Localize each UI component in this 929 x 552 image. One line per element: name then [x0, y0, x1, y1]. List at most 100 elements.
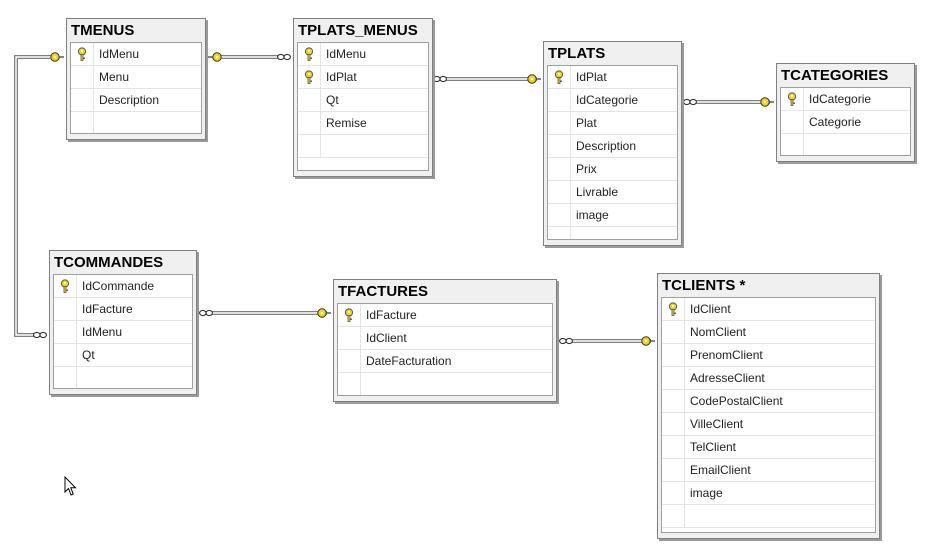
column-name: VilleClient: [690, 417, 744, 431]
column-name: IdFacture: [366, 308, 417, 322]
column-name: Remise: [326, 116, 367, 130]
column-name: IdMenu: [82, 325, 123, 339]
column-row[interactable]: PrenomClient: [662, 344, 875, 367]
many-end-icon: [559, 337, 573, 345]
one-end-key-icon: [760, 97, 774, 107]
column-name: CodePostalClient: [690, 394, 783, 408]
column-row[interactable]: DateFacturation: [338, 350, 552, 373]
new-column-row[interactable]: [71, 112, 201, 133]
column-row[interactable]: IdPlat: [298, 66, 428, 89]
column-name: TelClient: [690, 440, 737, 454]
column-row[interactable]: IdClient: [662, 298, 875, 321]
column-row[interactable]: IdMenu: [54, 321, 192, 344]
column-row[interactable]: image: [548, 204, 677, 227]
column-row[interactable]: Remise: [298, 112, 428, 135]
one-end-key-icon: [208, 52, 222, 62]
column-name: Prix: [576, 162, 597, 176]
column-row[interactable]: Description: [71, 89, 201, 112]
column-name: Menu: [99, 70, 130, 84]
table-title: TPLATS: [548, 45, 606, 62]
primary-key-icon: [59, 279, 71, 293]
column-name: IdPlat: [576, 70, 607, 84]
column-row[interactable]: IdCategorie: [548, 89, 677, 112]
new-column-row[interactable]: [338, 373, 552, 395]
column-row[interactable]: AdresseClient: [662, 367, 875, 390]
column-row[interactable]: EmailClient: [662, 459, 875, 482]
column-name: EmailClient: [690, 463, 751, 477]
column-name: IdClient: [366, 331, 407, 345]
table-title: TMENUS: [71, 22, 135, 39]
table-title: TPLATS_MENUS: [298, 22, 418, 39]
column-name: IdFacture: [82, 302, 133, 316]
column-row[interactable]: VilleClient: [662, 413, 875, 436]
column-name: IdCommande: [82, 279, 155, 293]
column-name: Qt: [326, 93, 339, 107]
column-row[interactable]: image: [662, 482, 875, 505]
column-row[interactable]: IdCategorie: [781, 88, 910, 111]
column-row[interactable]: IdMenu: [298, 43, 428, 66]
column-row[interactable]: Description: [548, 135, 677, 158]
column-row[interactable]: IdMenu: [71, 43, 201, 66]
column-name: IdMenu: [326, 47, 367, 61]
primary-key-icon: [303, 70, 315, 84]
column-row[interactable]: NomClient: [662, 321, 875, 344]
column-row[interactable]: Qt: [54, 344, 192, 367]
one-end-key-icon: [50, 52, 64, 62]
primary-key-icon: [553, 70, 565, 84]
column-row[interactable]: IdFacture: [338, 304, 552, 327]
new-column-row[interactable]: [54, 367, 192, 388]
column-name: DateFacturation: [366, 354, 452, 368]
many-end-icon: [33, 331, 47, 339]
column-row[interactable]: Qt: [298, 89, 428, 112]
many-end-icon: [683, 98, 697, 106]
mouse-pointer-icon: [64, 476, 77, 496]
column-row[interactable]: TelClient: [662, 436, 875, 459]
table-title: TCATEGORIES: [781, 67, 889, 84]
column-name: Description: [99, 93, 160, 107]
primary-key-icon: [303, 47, 315, 61]
column-row[interactable]: IdCommande: [54, 275, 192, 298]
column-row[interactable]: IdPlat: [548, 66, 677, 89]
column-row[interactable]: Menu: [71, 66, 201, 89]
primary-key-icon: [786, 92, 798, 106]
column-row[interactable]: IdClient: [338, 327, 552, 350]
new-column-row[interactable]: [781, 134, 910, 155]
column-name: IdCategorie: [809, 92, 872, 106]
column-row[interactable]: CodePostalClient: [662, 390, 875, 413]
new-column-row[interactable]: [662, 505, 875, 528]
many-end-icon: [199, 309, 213, 317]
column-name: image: [576, 208, 609, 222]
column-name: IdCategorie: [576, 93, 639, 107]
column-row[interactable]: Livrable: [548, 181, 677, 204]
column-name: Categorie: [809, 115, 862, 129]
primary-key-icon: [343, 308, 355, 322]
one-end-key-icon: [641, 336, 655, 346]
column-name: IdClient: [690, 302, 731, 316]
column-name: Qt: [82, 348, 95, 362]
column-name: AdresseClient: [690, 371, 765, 385]
column-name: IdMenu: [99, 47, 140, 61]
column-row[interactable]: Prix: [548, 158, 677, 181]
table-title: TFACTURES: [338, 283, 428, 300]
column-row[interactable]: Categorie: [781, 111, 910, 134]
column-name: PrenomClient: [690, 348, 763, 362]
one-end-key-icon: [527, 74, 541, 84]
new-column-row[interactable]: [298, 135, 428, 158]
new-column-row[interactable]: [548, 227, 677, 239]
column-row[interactable]: Plat: [548, 112, 677, 135]
column-row[interactable]: IdFacture: [54, 298, 192, 321]
